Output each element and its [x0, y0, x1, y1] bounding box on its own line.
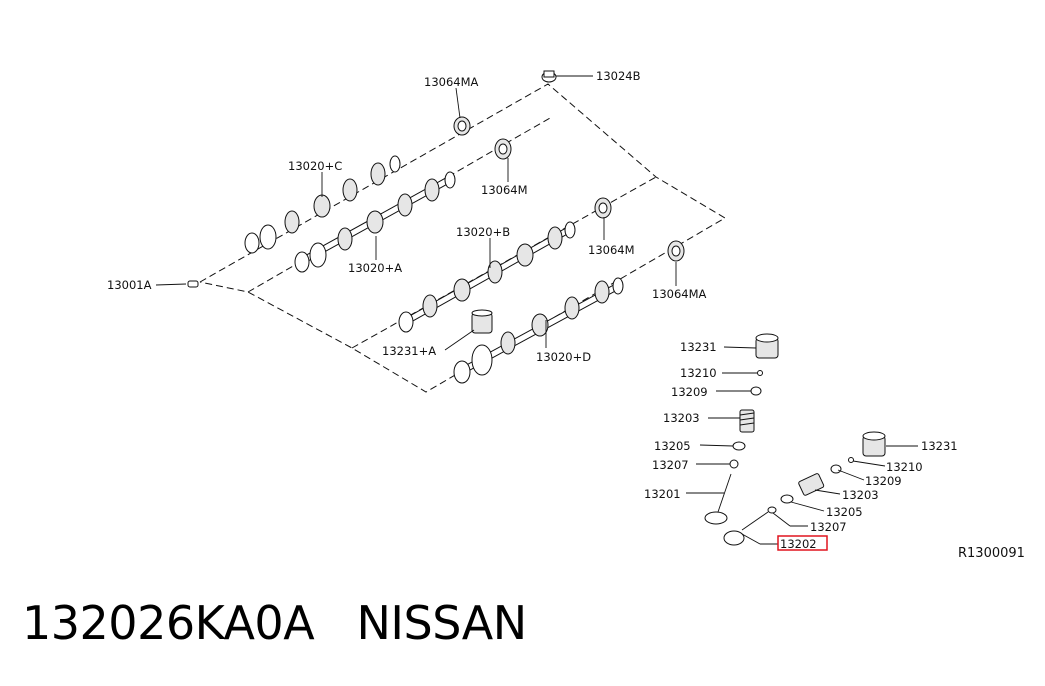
seal-13207-right	[767, 506, 777, 514]
label-13231-left[interactable]: 13231	[680, 340, 717, 354]
label-13064m-2[interactable]: 13064M	[588, 243, 635, 257]
camshaft-13020-d	[453, 277, 624, 384]
reference-code: R1300091	[958, 546, 1025, 561]
label-13020-a[interactable]: 13020+A	[348, 261, 402, 275]
seal-13207-left	[729, 459, 739, 469]
label-13064ma-right[interactable]: 13064MA	[652, 287, 707, 301]
highlight-box-13202	[777, 535, 828, 551]
spring-13203-left	[739, 409, 755, 433]
lifter-13231-left	[755, 333, 779, 359]
label-13205-left[interactable]: 13205	[654, 439, 691, 453]
retainer-13210-right	[848, 457, 854, 463]
label-13209-right[interactable]: 13209	[865, 474, 902, 488]
valve-13202	[723, 511, 769, 546]
label-13001a[interactable]: 13001A	[107, 278, 152, 292]
bracket-13064m-2	[594, 197, 612, 219]
label-13209-left[interactable]: 13209	[671, 385, 708, 399]
label-13202[interactable]: 13202	[780, 537, 817, 551]
lifter-13231a	[471, 309, 493, 334]
label-13203-right[interactable]: 13203	[842, 488, 879, 502]
label-13231-a[interactable]: 13231+A	[382, 344, 436, 358]
parts-diagram: 13064MA 13024B 13020+C 13064M 13020+A 13…	[107, 69, 1025, 561]
label-13203-left[interactable]: 13203	[663, 411, 700, 425]
keeper-13209-right	[830, 464, 842, 474]
label-13205-right[interactable]: 13205	[826, 505, 863, 519]
bracket-13064ma-right	[667, 240, 685, 262]
label-13207-left[interactable]: 13207	[652, 458, 689, 472]
camshaft-13020-c	[244, 155, 402, 254]
valve-13201	[704, 473, 732, 525]
keeper-13209-left	[750, 386, 762, 396]
part-labels: 13064MA 13024B 13020+C 13064M 13020+A 13…	[107, 69, 1025, 561]
leader-lines	[155, 75, 918, 545]
label-13020-c[interactable]: 13020+C	[288, 159, 342, 173]
bracket-13064m-1	[494, 138, 512, 160]
label-13207-right[interactable]: 13207	[810, 520, 847, 534]
part-number-caption: 132026KA0A NISSAN	[22, 596, 527, 650]
label-13024b[interactable]: 13024B	[596, 69, 641, 83]
label-13231-right[interactable]: 13231	[921, 439, 958, 453]
label-13210-right[interactable]: 13210	[886, 460, 923, 474]
camshaft-13020-a	[294, 171, 456, 273]
label-13064m-1[interactable]: 13064M	[481, 183, 528, 197]
camshaft-13020-b	[398, 221, 576, 333]
lifter-13231-right	[862, 431, 886, 457]
spring-13203-right	[798, 473, 825, 496]
label-13020-b[interactable]: 13020+B	[456, 225, 510, 239]
bracket-13064ma-top	[453, 116, 471, 136]
plug-13024b	[541, 70, 557, 83]
label-13210-left[interactable]: 13210	[680, 366, 717, 380]
label-13020-d[interactable]: 13020+D	[536, 350, 591, 364]
label-13064ma-top[interactable]: 13064MA	[424, 75, 479, 89]
seat-13205-left	[732, 441, 746, 451]
retainer-13210-left	[757, 370, 763, 376]
seat-13205-right	[780, 494, 794, 504]
label-13201[interactable]: 13201	[644, 487, 681, 501]
bolt-13001a	[187, 280, 199, 288]
